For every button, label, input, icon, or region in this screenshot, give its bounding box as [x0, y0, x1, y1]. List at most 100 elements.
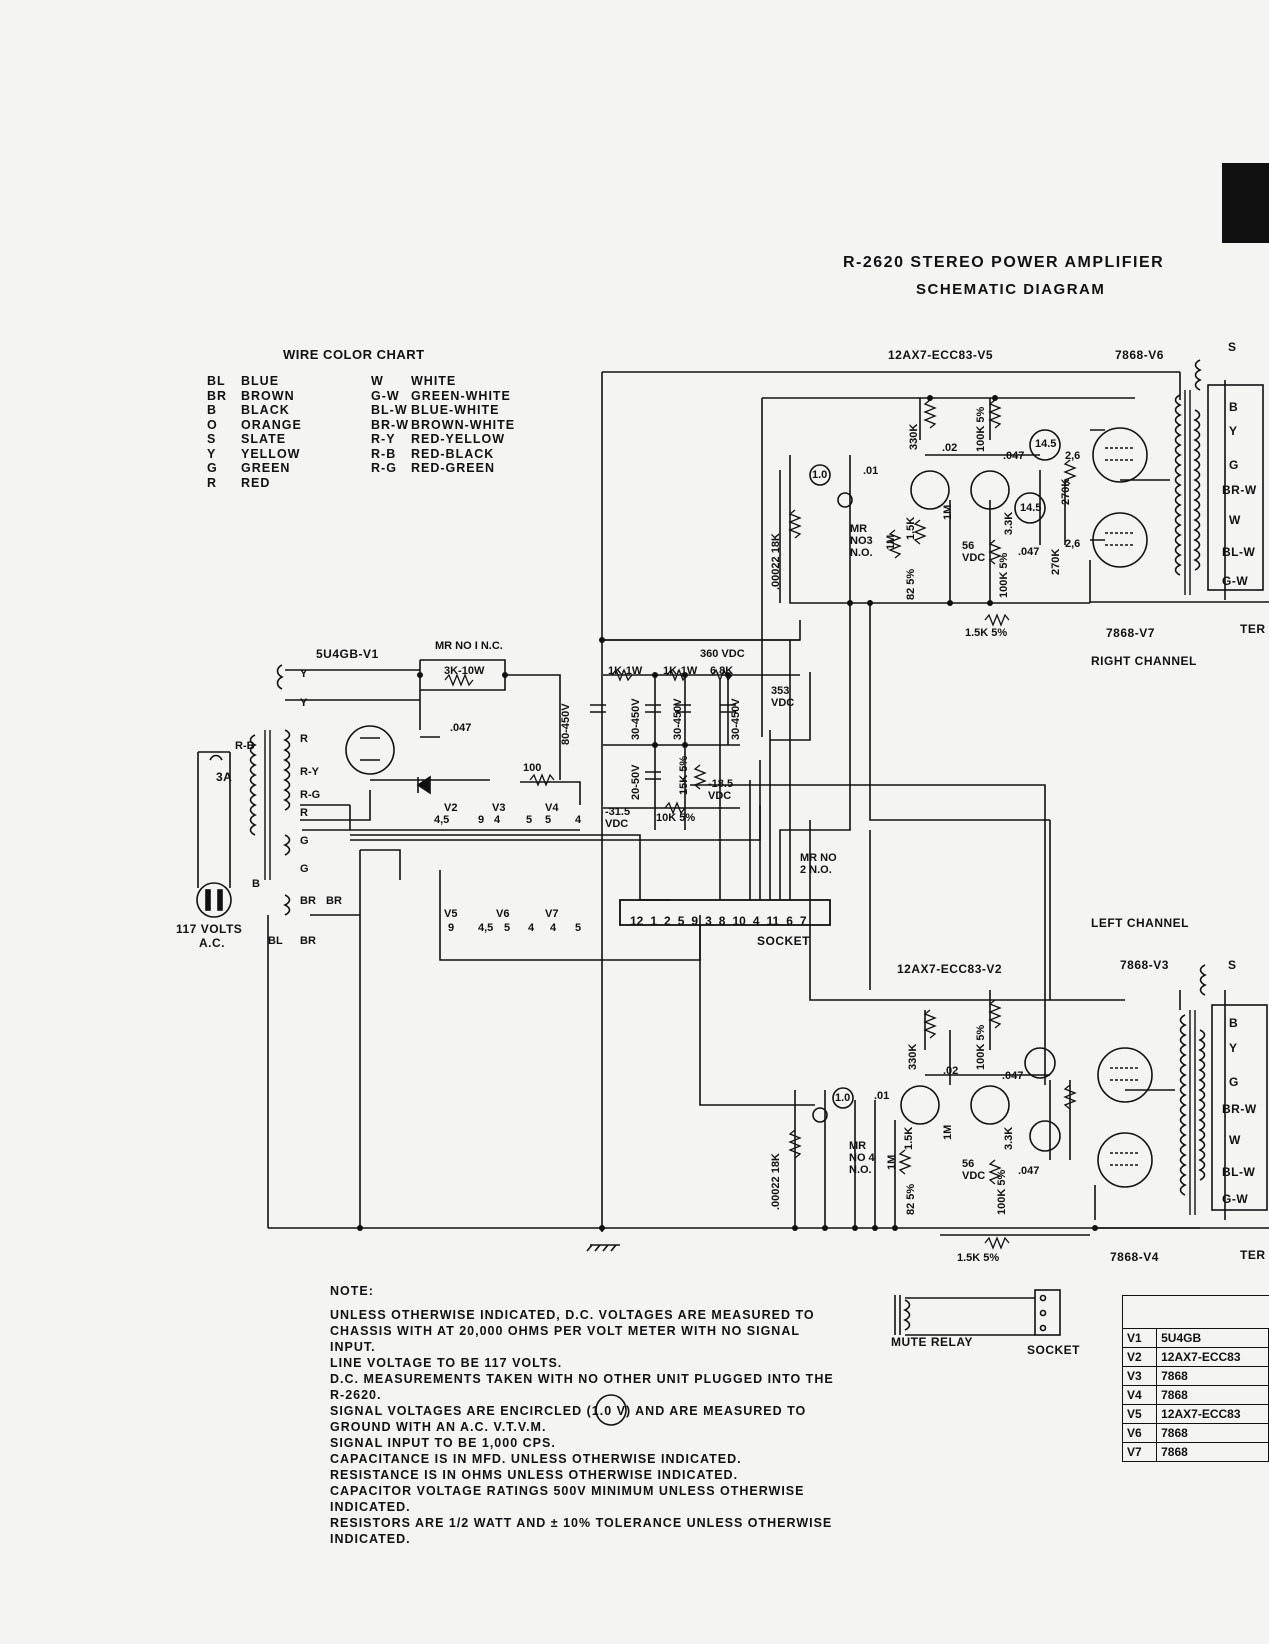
socket-pin: 2	[664, 914, 671, 928]
preamp-tube-v2-icon	[900, 1085, 1010, 1125]
capacitor-30-450-c-label: 30-450V	[730, 698, 742, 740]
resistor-330k-top-label: 330K	[908, 423, 920, 450]
resistor-68k-label: 6.8K	[710, 665, 734, 677]
ptap-y1: Y	[300, 668, 308, 680]
note-item: UNLESS OTHERWISE INDICATED, D.C. VOLTAGE…	[330, 1308, 815, 1354]
resistor-100k5b-top-label: 100K 5%	[998, 552, 1010, 598]
tap-b-top: B	[1229, 400, 1239, 414]
note-item: SIGNAL VOLTAGES ARE ENCIRCLED (1.0 V) AN…	[330, 1404, 807, 1434]
heater-p4: 5	[526, 814, 533, 826]
heater-v3: V3	[492, 802, 506, 814]
output-tube-v6-icon	[1092, 427, 1148, 483]
resistor-10k5-label: 10K 5%	[656, 812, 696, 824]
ac-plug-icon	[196, 754, 232, 918]
capacitor-047-ps-label: .047	[450, 722, 472, 734]
voltage-56-top-label: 56 VDC	[962, 540, 986, 564]
note-item: SIGNAL INPUT TO BE 1,000 CPS.	[330, 1436, 556, 1450]
tap-s-top: S	[1228, 340, 1237, 354]
input-jack-icons	[812, 492, 853, 1123]
ptap-rb: R-B	[235, 740, 255, 752]
capacitor-02-top-label: .02	[942, 442, 958, 454]
socket-pin: 11	[766, 914, 780, 928]
right-channel-label: RIGHT CHANNEL	[1091, 654, 1197, 668]
heater-p6: 4	[575, 814, 582, 826]
resistor-1k-b-label: 1K-1W	[663, 665, 698, 677]
heater-q5: 4	[550, 922, 557, 934]
v4-label: 7868-V4	[1110, 1250, 1159, 1264]
v1-label: 5U4GB-V1	[316, 647, 379, 661]
tap-b-bot: B	[1229, 1016, 1239, 1030]
heater-q2: 4,5	[478, 922, 494, 934]
heater-q3: 5	[504, 922, 511, 934]
heater-v5: V5	[444, 908, 458, 920]
terminal-label-b: TER	[1240, 1248, 1266, 1262]
ptap-br3: BR	[326, 895, 342, 907]
socket-pin: 10	[732, 914, 746, 928]
pins-26-b-label: 2,6	[1065, 538, 1081, 550]
signal-voltage-circles	[595, 429, 1061, 1426]
ptap-g1: G	[300, 835, 309, 847]
output-tube-v7-icon	[1092, 512, 1148, 568]
capacitor-01-bot-label: .01	[874, 1090, 890, 1102]
tube-table-header	[1122, 1295, 1269, 1329]
power-transformer	[197, 664, 291, 916]
capacitor-02-bot-label: .02	[943, 1065, 959, 1077]
voltage-185-label: -18.5 VDC	[708, 778, 734, 802]
capacitor-047b-top-label: .047	[1018, 546, 1040, 558]
ac-label: A.C.	[199, 936, 225, 950]
resistor-1m-bot-label: 1M	[942, 1124, 954, 1140]
resistor-symbols	[444, 399, 1077, 1250]
ptap-b: B	[252, 878, 260, 890]
resistor-270k-b-label: 270K	[1050, 548, 1062, 575]
resistor-1m-bot2-label: 1M	[886, 1154, 898, 1170]
signal-10-top-label: 1.0	[812, 469, 828, 481]
capacitor-01-top-label: .01	[863, 465, 879, 477]
mute-relay-label: MUTE RELAY	[891, 1335, 973, 1349]
v3-label: 7868-V3	[1120, 958, 1169, 972]
resistor-330k-bot-label: 330K	[907, 1043, 919, 1070]
heater-p1: 4,5	[434, 814, 450, 826]
tap-w-top: W	[1229, 513, 1241, 527]
socket-pin: 9	[691, 914, 699, 928]
resistor-1m-top2-label: 1M	[885, 534, 897, 550]
resistor-1m-top-label: 1M	[942, 504, 954, 520]
heater-q4: 4	[528, 922, 535, 934]
mute-relay-icon	[894, 1289, 1061, 1336]
capacitor-30-450-b-label: 30-450V	[672, 698, 684, 740]
v6-label: 7868-V6	[1115, 348, 1164, 362]
ptap-r2: R	[300, 807, 308, 819]
signal-10-bot-label: 1.0	[835, 1092, 851, 1104]
capacitor-047-bot-label: .047	[1002, 1070, 1024, 1082]
voltage-315-label: -31.5 VDC	[605, 806, 631, 830]
page-edge-tab	[1222, 163, 1269, 243]
relay-socket-label: SOCKET	[1027, 1343, 1081, 1357]
resistor-18k-top-label: .00022 18K	[770, 533, 782, 590]
ptap-rg: R-G	[300, 789, 321, 801]
preamp-tube-v5-icon	[910, 470, 1010, 510]
signal-145-a-label: 14.5	[1035, 438, 1057, 450]
tap-y-bot: Y	[1229, 1041, 1238, 1055]
terminal-label-a: TER	[1240, 622, 1266, 636]
diagram-subtitle: SCHEMATIC DIAGRAM	[916, 281, 1106, 298]
resistor-33k-bot-label: 3.3K	[1003, 1126, 1015, 1150]
ptap-bl: BL	[268, 935, 283, 947]
tap-w-bot: W	[1229, 1133, 1241, 1147]
voltage-353-label: 353 VDC	[771, 685, 795, 709]
ptap-br1: BR	[300, 895, 316, 907]
ptap-r1: R	[300, 733, 308, 745]
heater-v7: V7	[545, 908, 559, 920]
mute-relay-3-label: MR NO3 N.O.	[850, 523, 873, 559]
heater-v4: V4	[545, 802, 559, 814]
tap-gw-top: G-W	[1222, 574, 1249, 588]
resistor-15k5-label: 15K 5%	[678, 755, 690, 795]
chassis-ground-icon	[586, 1244, 620, 1252]
